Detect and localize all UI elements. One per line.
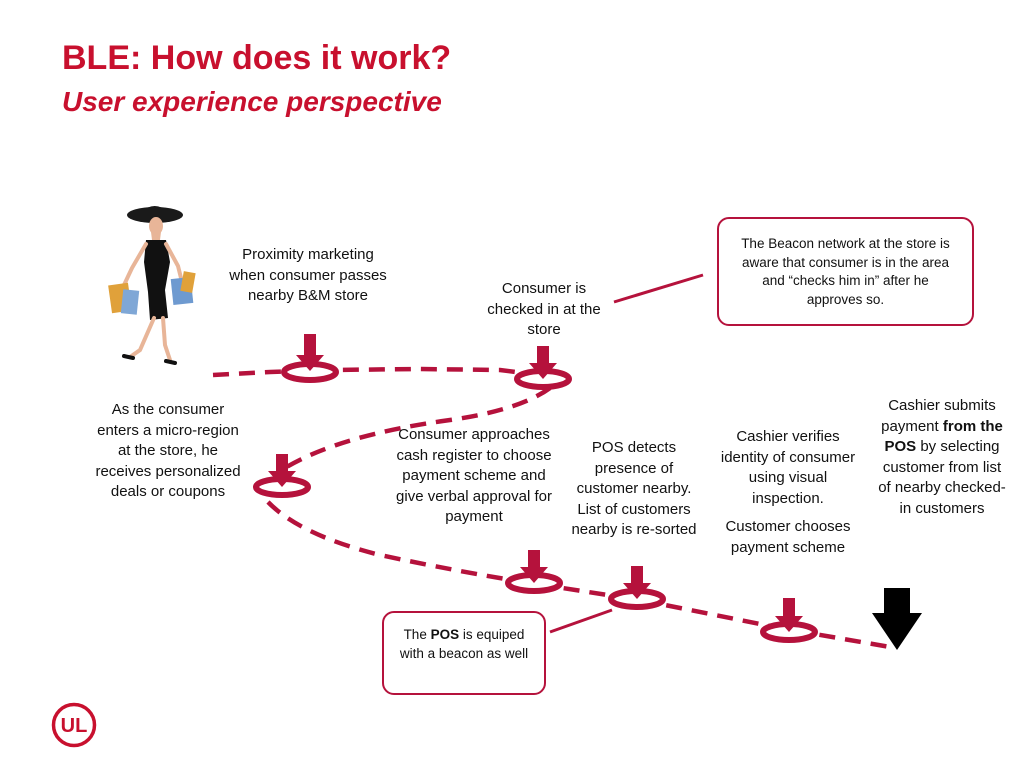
ul-logo-text: UL (61, 715, 88, 737)
shopper-woman-illustration (108, 206, 196, 365)
callout-leader-beacon (613, 273, 704, 304)
ul-logo: UL (51, 702, 97, 748)
label-micro-region: As the consumer enters a micro-region at… (95, 401, 241, 500)
down-arrow-icon (520, 550, 548, 583)
label-approaches-register: Consumer approaches cash register to cho… (396, 426, 552, 525)
label-proximity-marketing: Proximity marketing when consumer passes… (229, 246, 387, 304)
final-down-arrow-icon (872, 588, 922, 650)
down-arrow-icon (775, 598, 803, 632)
beacon-rings (253, 361, 818, 643)
down-arrow-icon (529, 346, 557, 379)
label-cashier-verifies: Cashier verifies identity of consumer us… (720, 428, 856, 507)
down-arrows (268, 334, 803, 632)
down-arrow-icon (623, 566, 651, 599)
page-title: BLE: How does it work? (62, 39, 452, 77)
label-cashier-submits: Cashier submits payment from the POS by … (878, 396, 1006, 519)
down-arrow-icon (268, 454, 296, 487)
callout-pos-pre: The (403, 627, 427, 642)
label-cashier-submits-post: by selecting customer from list of nearb… (878, 438, 1006, 517)
callout-beacon-network: The Beacon network at the store is aware… (717, 217, 974, 326)
label-cashier-submits-bold: from the POS (884, 417, 1003, 456)
callout-pos-beacon: The POS is equiped with a beacon as well (382, 611, 546, 695)
callout-pos-post: is equiped with a beacon as well (399, 627, 529, 661)
label-checked-in: Consumer is checked in at the store (487, 280, 601, 338)
down-arrow-icon (296, 334, 324, 371)
label-cashier-submits-pre: Cashier submits payment (881, 397, 996, 435)
callout-leader-pos (549, 608, 613, 634)
label-customer-chooses: Customer chooses payment scheme (725, 518, 851, 556)
label-pos-detects: POS detects presence of customer nearby.… (571, 439, 697, 538)
page-subtitle: User experience perspective (62, 86, 442, 117)
callout-pos-bold: POS (430, 627, 460, 642)
